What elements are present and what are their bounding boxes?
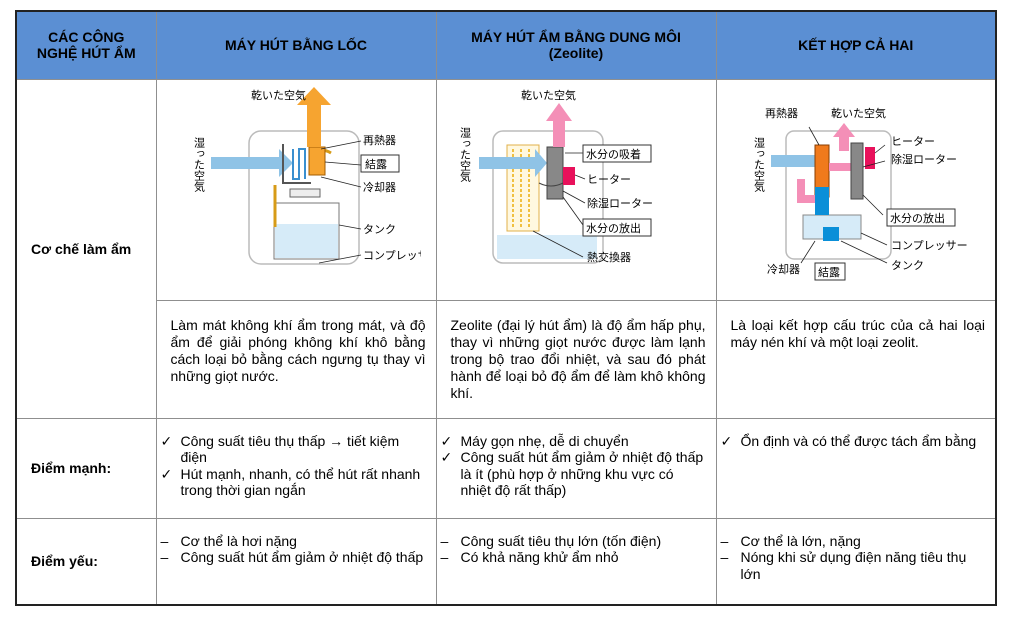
label-adsorption: 水分の吸着 (586, 147, 641, 161)
label-condensation: 結露 (818, 265, 840, 279)
label-dry-air: 乾いた空気 (521, 88, 576, 102)
label-tank: タンク (891, 259, 924, 272)
label-rotor: 除湿ローター (891, 152, 957, 166)
row-label: Cơ chế làm ẩm (31, 240, 132, 257)
item-text: Cơ thể là lớn, nặng (740, 532, 861, 549)
dash-icon: – (720, 532, 729, 549)
list-item: –Nóng khi sử dụng điện năng tiêu thụ lớn (721, 549, 988, 582)
weaknesses-hybrid: –Cơ thể là lớn, nặng –Nóng khi sử dụng đ… (715, 517, 997, 606)
dash-icon: – (720, 549, 729, 565)
row-label: Điểm yếu: (31, 553, 98, 570)
zeolite-diagram-cell: 乾いた空気 水分の吸着 ヒーター 除湿ローター 水分の放出 熱交換器 湿った空気 (435, 78, 717, 301)
list-item: –Cơ thể là hơi nặng (161, 533, 428, 550)
label-humid-air: 湿った空気 (193, 137, 206, 193)
description-text: Zeolite (đại lý hút ẩm) là độ ẩm hấp phụ… (450, 316, 706, 401)
row-head-weaknesses: Điểm yếu: (15, 517, 157, 606)
description-zeolite: Zeolite (đại lý hút ẩm) là độ ẩm hấp phụ… (435, 299, 717, 419)
list-item: ✓ Máy gọn nhẹ, dễ di chuyển (441, 433, 708, 450)
item-text: Có khả năng khử ẩm nhỏ (460, 549, 619, 565)
list-item: ✓ Ổn định và có thể được tách ẩm bằng (721, 433, 988, 450)
compressor-diagram: 乾いた空気 再熱器 結露 冷却器 タンク コンプレッサー 湿った空気 (193, 87, 440, 265)
item-text: Máy gọn nhẹ, dễ di chuyển (460, 432, 629, 449)
row-label: Điểm mạnh: (31, 460, 112, 476)
list-item: –Công suất tiêu thụ lớn (tốn điện) (441, 533, 708, 550)
header-line: (Zeolite) (548, 45, 604, 62)
weaknesses-compressor: –Cơ thể là hơi nặng –Công suất hút ẩm gi… (155, 517, 437, 606)
dash-icon: – (160, 549, 169, 565)
strengths-list: ✓ Máy gọn nhẹ, dễ di chuyển ✓ Công suất hú… (437, 419, 716, 499)
label-release: 水分の放出 (890, 211, 945, 225)
label-heater: ヒーター (587, 173, 631, 186)
strengths-zeolite: ✓ Máy gọn nhẹ, dễ di chuyển ✓ Công suất hú… (435, 417, 717, 519)
header-zeolite: MÁY HÚT ẨM BẰNG DUNG MÔI (Zeolite) (435, 10, 717, 80)
weaknesses-list: –Cơ thể là hơi nặng –Công suất hút ẩm gi… (157, 519, 436, 566)
label-reheater: 再熱器 (363, 134, 396, 147)
label-compressor: コンプレッサー (363, 249, 421, 262)
item-text: Ổn định và có thể được tách ẩm bằng (740, 432, 977, 449)
weaknesses-zeolite: –Công suất tiêu thụ lớn (tốn điện) –Có k… (435, 517, 717, 606)
dehumidifier-comparison-table: CÁC CÔNG NGHỆ HÚT ẨM MÁY HÚT BẰNG LỐC MÁ… (15, 10, 997, 606)
weaknesses-list: –Công suất tiêu thụ lớn (tốn điện) –Có k… (437, 519, 716, 566)
dash-icon: – (440, 549, 449, 565)
item-text: Công suất tiêu thụ lớn (tốn điện) (460, 532, 662, 549)
compressor-diagram-cell: 乾いた空気 再熱器 結露 冷却器 タンク コンプレッサー 湿った空気 (155, 78, 440, 301)
label-cooler: 冷却器 (363, 181, 396, 194)
description-text: Làm mát không khí ẩm trong mát, và độ ẩm… (170, 316, 426, 384)
label-rotor: 除湿ローター (587, 196, 653, 210)
header-line: MÁY HÚT BẰNG LỐC (224, 37, 368, 54)
list-item: ✓ Công suất hút ẩm giảm ở nhiệt độ thấp l… (441, 449, 708, 499)
list-item: –Cơ thể là lớn, nặng (721, 533, 988, 550)
header-line: NGHỆ HÚT ẨM (36, 45, 136, 62)
check-icon: ✓ (160, 465, 173, 482)
check-icon: ✓ (160, 432, 173, 449)
item-text: Công suất hút ẩm giảm ở nhiệt độ thấp (180, 549, 424, 565)
dash-icon: – (440, 532, 449, 549)
header-technologies: CÁC CÔNG NGHỆ HÚT ẨM (15, 10, 157, 80)
list-item: ✓ Hút mạnh, nhanh, có thể hút rất nhanh t… (161, 466, 428, 499)
zeolite-diagram: 乾いた空気 水分の吸着 ヒーター 除湿ローター 水分の放出 熱交換器 湿った空気 (459, 88, 654, 264)
weaknesses-list: –Cơ thể là lớn, nặng –Nóng khi sử dụng đ… (717, 519, 996, 583)
item-text: Công suất tiêu thụ thấp → tiết kiệm điện (180, 432, 400, 466)
strengths-compressor: ✓ Công suất tiêu thụ thấp → tiết kiệm điệ… (155, 417, 437, 519)
item-text: Công suất hút ẩm giảm ở nhiệt độ thấp là… (460, 449, 704, 498)
row-head-strengths: Điểm mạnh: (15, 417, 157, 519)
label-condensation: 結露 (365, 157, 387, 171)
label-release: 水分の放出 (586, 221, 641, 235)
header-compressor: MÁY HÚT BẰNG LỐC (155, 10, 437, 80)
check-icon: ✓ (720, 432, 733, 449)
label-compressor: コンプレッサー (891, 239, 968, 252)
label-cooler: 冷却器 (767, 263, 800, 276)
header-line: KẾT HỢP CẢ HAI (798, 37, 914, 54)
label-humid-air: 湿った空気 (459, 127, 472, 183)
label-dry-air: 乾いた空気 (251, 88, 306, 102)
list-item: –Công suất hút ẩm giảm ở nhiệt độ thấp (161, 549, 428, 566)
label-humid-air: 湿った空気 (752, 137, 765, 193)
hybrid-diagram-cell: 再熱器 乾いた空気 ヒーター 除湿ローター 水分の放出 コンプレッサー タンク … (715, 78, 997, 301)
hybrid-diagram: 再熱器 乾いた空気 ヒーター 除湿ローター 水分の放出 コンプレッサー タンク … (752, 106, 968, 281)
list-item: –Có khả năng khử ẩm nhỏ (441, 549, 708, 566)
header-line: CÁC CÔNG (48, 29, 125, 46)
item-text: Cơ thể là hơi nặng (180, 532, 297, 549)
header-line: MÁY HÚT ẨM BẰNG DUNG MÔI (471, 29, 681, 46)
check-icon: ✓ (440, 432, 453, 449)
item-text: Nóng khi sử dụng điện năng tiêu thụ lớn (740, 549, 967, 582)
check-icon: ✓ (440, 449, 453, 465)
label-heater: ヒーター (891, 135, 935, 148)
label-exchanger: 熱交換器 (587, 250, 631, 264)
list-item: ✓ Công suất tiêu thụ thấp → tiết kiệm điệ… (161, 433, 428, 466)
strengths-hybrid: ✓ Ổn định và có thể được tách ẩm bằng (715, 417, 997, 519)
strengths-list: ✓ Công suất tiêu thụ thấp → tiết kiệm điệ… (157, 419, 436, 499)
label-dry-air: 乾いた空気 (831, 106, 886, 120)
label-tank: タンク (363, 223, 396, 236)
item-text: Hút mạnh, nhanh, có thể hút rất nhanh tr… (180, 465, 421, 499)
description-text: Là loại kết hợp cấu trúc của cả hai loại… (730, 316, 986, 350)
dash-icon: – (160, 532, 169, 549)
label-reheater: 再熱器 (765, 107, 798, 120)
row-head-mechanism: Cơ chế làm ẩm (15, 78, 157, 419)
description-compressor: Làm mát không khí ẩm trong mát, và độ ẩm… (155, 299, 437, 419)
description-hybrid: Là loại kết hợp cấu trúc của cả hai loại… (715, 299, 997, 419)
strengths-list: ✓ Ổn định và có thể được tách ẩm bằng (717, 419, 996, 450)
header-hybrid: KẾT HỢP CẢ HAI (715, 10, 997, 80)
